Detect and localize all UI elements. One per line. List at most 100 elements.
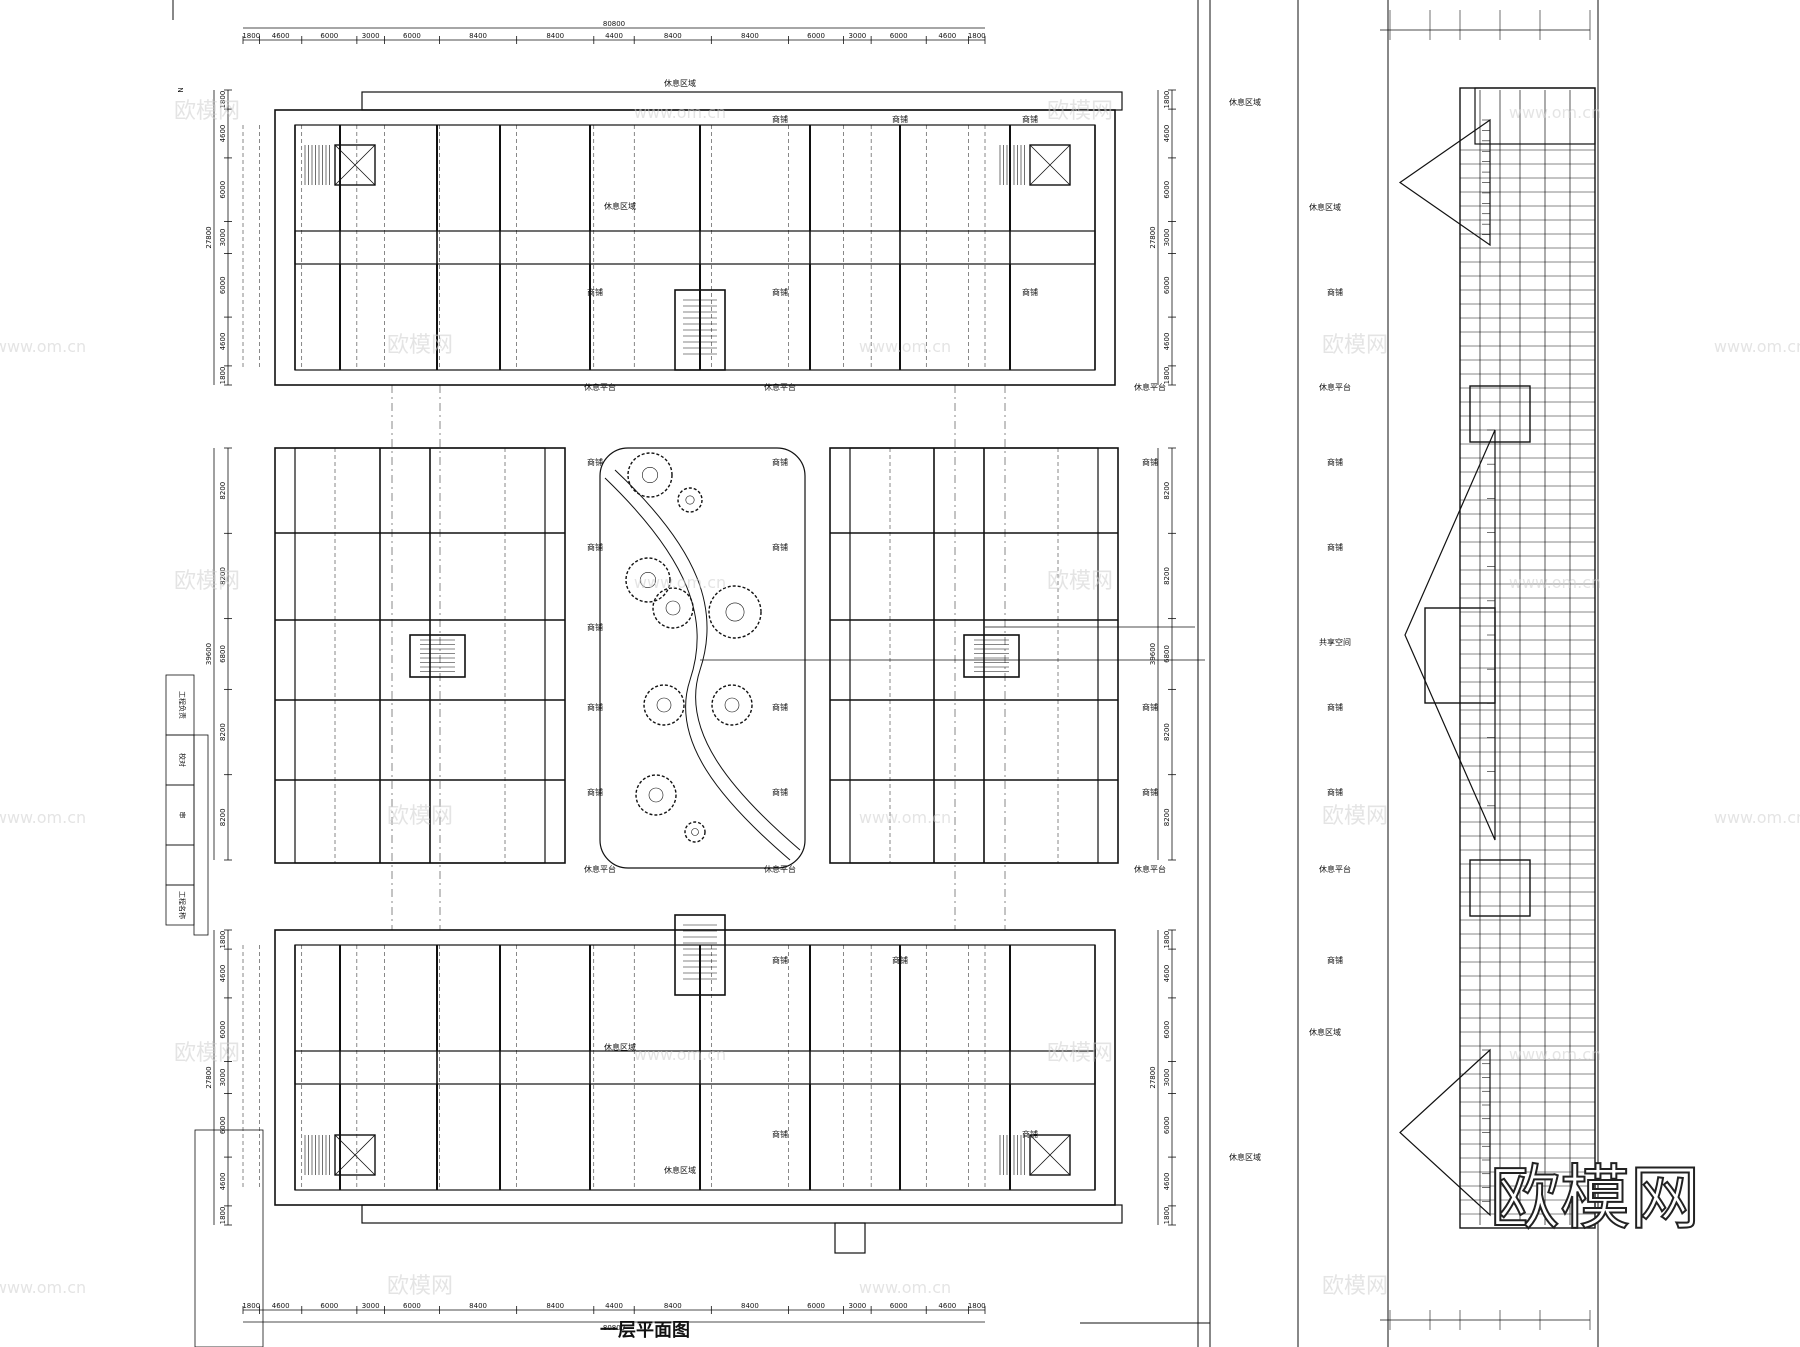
top-block-bump [361, 91, 1123, 111]
dim-bottom-text: 4400 [605, 1302, 623, 1310]
title-block-label: 工程名称 [178, 891, 187, 919]
elev-roof [1404, 429, 1496, 841]
top-block [242, 91, 1123, 386]
watermark-en: www.om.cn [859, 1278, 951, 1297]
dim-bottom-text: 3000 [848, 1302, 866, 1310]
room-label: 商铺 [587, 542, 603, 552]
dim-bottom-total: 80800 [603, 1324, 625, 1332]
room-label: 商铺 [772, 787, 788, 797]
room-label: 商铺 [772, 702, 788, 712]
dim-top-text: 6000 [403, 32, 421, 40]
elev-top-box [1474, 87, 1596, 145]
dim-right-mid-text: 8200 [1163, 482, 1171, 500]
dim-top-text: 8400 [546, 32, 564, 40]
mid-left-block-stair [409, 634, 466, 678]
watermark-en: www.om.cn [859, 808, 951, 827]
room-label: 休息平台 [584, 382, 616, 392]
room-label: 休息平台 [764, 864, 796, 874]
dim-left-bot-text: 4600 [219, 965, 227, 983]
north-mark: N [177, 87, 185, 92]
dim-right-mid-text: 6800 [1163, 645, 1171, 663]
dim-left-bot-text: 6000 [219, 1021, 227, 1039]
dim-bottom-text: 6000 [807, 1302, 825, 1310]
dim-left-bot-text: 6000 [219, 1116, 227, 1134]
dim-left-top-text: 4600 [219, 125, 227, 143]
dim-top-text: 8400 [741, 32, 759, 40]
dim-right-bot-text: 6000 [1163, 1021, 1171, 1039]
plan-title: 一层平面图 [600, 1320, 690, 1341]
tree-core [725, 602, 745, 622]
mid-left-block [274, 447, 566, 864]
watermark-en: www.om.cn [1509, 103, 1601, 122]
dim-top-text: 4600 [272, 32, 290, 40]
room-label: 休息平台 [584, 864, 616, 874]
dim-top-text: 3000 [848, 32, 866, 40]
dim-left-top-text: 1800 [219, 367, 227, 385]
dim-right-top-text: 4600 [1163, 125, 1171, 143]
room-label: 商铺 [587, 702, 603, 712]
room-label: 商铺 [1022, 287, 1038, 297]
watermark-en: www.om.cn [0, 808, 86, 827]
dim-right-mid-text: 8200 [1163, 808, 1171, 826]
mid-right-block-outline [829, 447, 1119, 864]
room-label: 商铺 [772, 457, 788, 467]
bottom-block-bump [361, 1204, 1123, 1224]
dim-left-bot-text: 3000 [219, 1069, 227, 1087]
bottom-block [242, 914, 1123, 1254]
sheet-edge-box [194, 1129, 264, 1347]
watermark-en: www.om.cn [634, 1045, 726, 1064]
dim-right-top-total: 27800 [1149, 226, 1157, 248]
room-label: 商铺 [587, 787, 603, 797]
dim-right-top-text: 1800 [1163, 91, 1171, 109]
dim-bottom-text: 6000 [890, 1302, 908, 1310]
dim-right-top-text: 4600 [1163, 333, 1171, 351]
title-block-cell [165, 844, 195, 886]
dim-left-mid-total: 39600 [205, 643, 213, 665]
dim-left-top-text: 6000 [219, 181, 227, 199]
tree-symbol [684, 821, 706, 843]
room-label: 休息区域 [1309, 1027, 1341, 1037]
room-label: 商铺 [772, 1129, 788, 1139]
dim-left-top-text: 1800 [219, 91, 227, 109]
dim-top-total: 80800 [603, 20, 625, 28]
watermark-cn: 欧模网 [1047, 1041, 1113, 1066]
dim-left-mid-text: 8200 [219, 482, 227, 500]
tree-symbol [625, 557, 671, 603]
watermark-cn: 欧模网 [174, 99, 240, 124]
room-label: 商铺 [892, 114, 908, 124]
dim-left-top-text: 4600 [219, 333, 227, 351]
room-label: 商铺 [1327, 457, 1343, 467]
room-label: 商铺 [772, 287, 788, 297]
plan-structure [165, 0, 1210, 1347]
dim-right-top-text: 3000 [1163, 229, 1171, 247]
tree-symbol [635, 774, 677, 816]
tree-symbol [708, 585, 762, 639]
tree-symbol [652, 587, 694, 629]
title-block-label: 工程负责 [178, 691, 187, 719]
room-label: 商铺 [1327, 955, 1343, 965]
dim-bottom-text: 6000 [320, 1302, 338, 1310]
room-label: 商铺 [1327, 287, 1343, 297]
dim-left-bot-total: 27800 [205, 1066, 213, 1088]
bottom-block-entry [834, 1222, 866, 1254]
room-label: 休息区域 [1229, 1152, 1261, 1162]
dim-bottom-text: 1800 [968, 1302, 986, 1310]
room-label: 休息平台 [1319, 864, 1351, 874]
dim-bottom-text: 8400 [469, 1302, 487, 1310]
room-label: 商铺 [772, 955, 788, 965]
tree-core [691, 828, 699, 836]
watermark-cn: 欧模网 [174, 1041, 240, 1066]
elev-pavilion-lower [1469, 859, 1531, 917]
room-label: 休息平台 [764, 382, 796, 392]
dim-right-top-text: 1800 [1163, 367, 1171, 385]
room-label: 商铺 [1142, 457, 1158, 467]
title-block-column [193, 734, 209, 936]
garden [599, 447, 806, 869]
dim-left-bot-text: 1800 [219, 1207, 227, 1225]
watermark-en: www.om.cn [634, 573, 726, 592]
elev-pavilion-upper [1469, 385, 1531, 443]
dim-bottom-text: 6000 [403, 1302, 421, 1310]
garden-outline [599, 447, 806, 869]
room-label: 休息区域 [664, 78, 696, 88]
